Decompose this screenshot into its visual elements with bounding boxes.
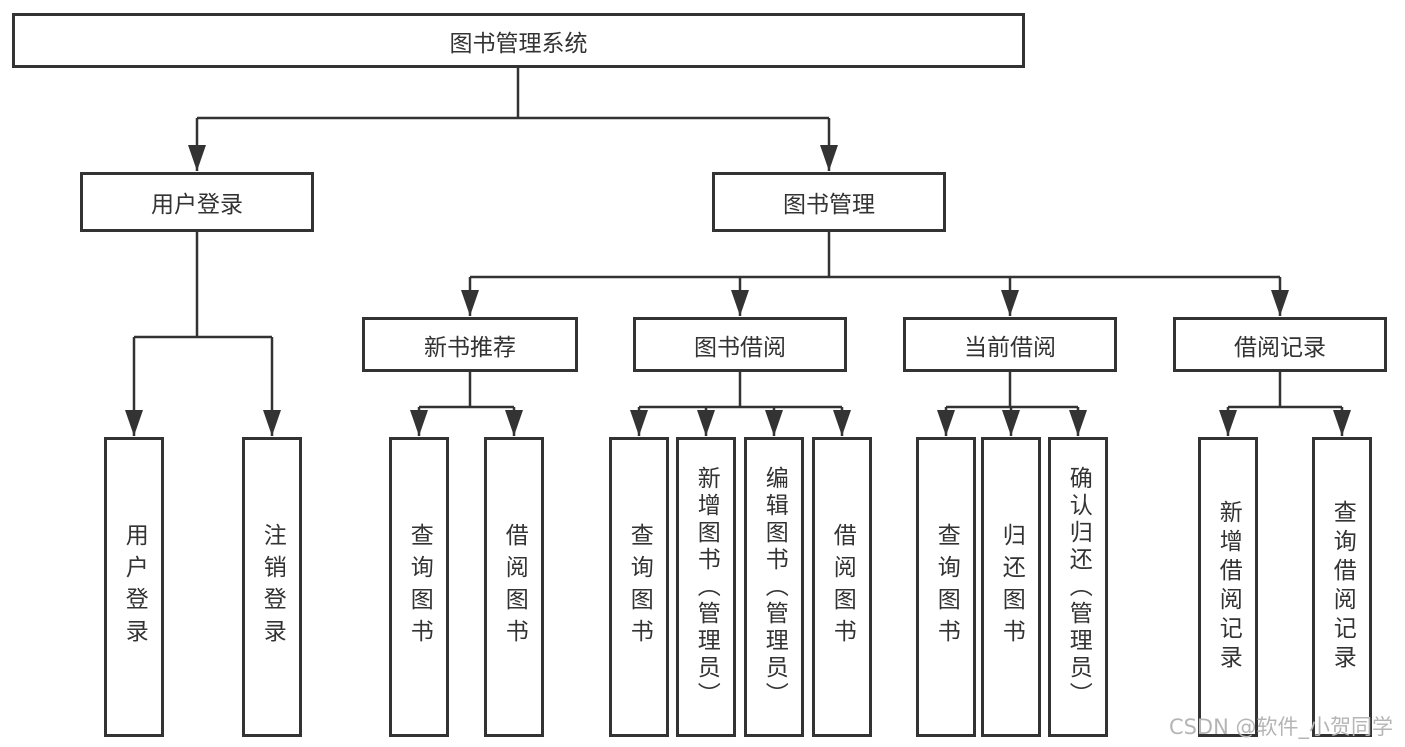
node-label: 借阅记录 <box>1234 334 1326 361</box>
node-book-borrow: 图书借阅 <box>633 317 847 372</box>
node-label: 借阅图书 <box>829 523 856 651</box>
connector-new-book-bus <box>419 372 514 409</box>
node-library-management-system: 图书管理系统 <box>12 13 1025 68</box>
connector-current-borrow-bus <box>946 372 1078 409</box>
node-label: 当前借阅 <box>964 334 1056 361</box>
csdn-watermark: CSDN @软件_小贺同学 <box>1168 715 1393 739</box>
connector-borrow-records-bus <box>1228 372 1342 409</box>
node-label: 用户登录 <box>151 192 243 218</box>
node-label: 确认归还（管理员） <box>1065 465 1092 709</box>
leaf-confirm-return-admin: 确认归还（管理员） <box>1048 437 1108 737</box>
leaf-logout: 注销登录 <box>242 437 302 737</box>
connector-root-bus <box>197 68 829 120</box>
node-label: 新增图书（管理员） <box>693 465 720 709</box>
node-label: 注销登录 <box>259 523 286 651</box>
node-label: 用户登录 <box>121 523 148 651</box>
node-new-book-recommend: 新书推荐 <box>362 317 578 372</box>
leaf-add-book-admin: 新增图书（管理员） <box>676 437 736 737</box>
leaf-query-books-current: 查询图书 <box>916 437 976 737</box>
node-label: 图书管理系统 <box>449 30 588 57</box>
leaf-add-borrow-record: 新增借阅记录 <box>1198 437 1258 737</box>
node-label: 查询借阅记录 <box>1329 500 1356 674</box>
node-label: 查询图书 <box>406 523 433 651</box>
node-book-management: 图书管理 <box>712 172 946 232</box>
node-label: 借阅图书 <box>501 523 528 651</box>
leaf-query-borrow-record: 查询借阅记录 <box>1312 437 1372 737</box>
leaf-user-login: 用户登录 <box>104 437 164 737</box>
connector-book-management-bus <box>470 232 1280 279</box>
node-user-login: 用户登录 <box>80 172 314 232</box>
node-label: 查询图书 <box>626 523 653 651</box>
leaf-borrow-books-recommend: 借阅图书 <box>484 437 544 737</box>
leaf-edit-book-admin: 编辑图书（管理员） <box>744 437 804 737</box>
leaf-borrow-books: 借阅图书 <box>812 437 872 737</box>
node-label: 查询图书 <box>933 523 960 651</box>
node-label: 新增借阅记录 <box>1215 500 1242 674</box>
node-label: 新书推荐 <box>424 334 516 361</box>
node-label: 编辑图书（管理员） <box>761 465 788 709</box>
node-current-borrow: 当前借阅 <box>903 317 1117 372</box>
node-label: 图书借阅 <box>694 334 786 361</box>
connector-book-borrow-bus <box>639 372 842 409</box>
leaf-query-books-borrow: 查询图书 <box>609 437 669 737</box>
leaf-return-book: 归还图书 <box>981 437 1041 737</box>
node-label: 图书管理 <box>783 192 875 218</box>
node-label: 归还图书 <box>998 523 1025 651</box>
connector-user-login-bus <box>134 232 272 339</box>
leaf-query-books-recommend: 查询图书 <box>389 437 449 737</box>
node-borrow-records: 借阅记录 <box>1173 317 1387 372</box>
